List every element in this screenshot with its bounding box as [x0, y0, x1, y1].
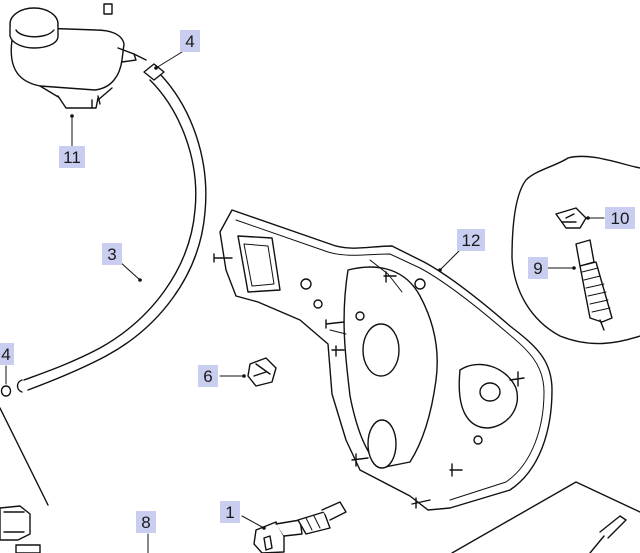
callout-4-top: 4: [180, 30, 200, 52]
callout-4-left-label: 4: [1, 345, 10, 364]
pipe-fragment-lower-left: [0, 407, 49, 553]
fluid-reservoir: [9, 3, 147, 109]
callout-10: 10: [605, 207, 635, 229]
fluid-hose: [16, 63, 207, 393]
callout-6-label: 6: [203, 367, 212, 386]
callout-8-label: 8: [141, 513, 150, 532]
callout-8: 8: [136, 511, 156, 533]
mounting-plate: [213, 209, 553, 511]
hose-clip-left: [0, 385, 12, 397]
callout-6: 6: [198, 365, 218, 387]
callout-3-label: 3: [107, 245, 116, 264]
callout-9: 9: [528, 257, 548, 279]
push-clip: [247, 357, 277, 387]
callout-10-label: 10: [611, 209, 630, 228]
callout-1-label: 1: [225, 503, 234, 522]
callout-11-label: 11: [63, 148, 81, 167]
callout-4-left: 4: [0, 343, 14, 365]
leader-lines: [5, 51, 605, 553]
lower-assembly: [253, 501, 347, 553]
callout-12: 12: [457, 229, 485, 251]
callout-12-label: 12: [462, 231, 481, 250]
callout-4-top-label: 4: [185, 32, 194, 51]
detail-inset: [511, 155, 640, 345]
lower-right-fragment: [451, 481, 640, 553]
callout-9-label: 9: [533, 259, 542, 278]
callout-3: 3: [102, 243, 122, 265]
callout-1: 1: [220, 501, 240, 523]
callout-11: 11: [59, 146, 85, 168]
